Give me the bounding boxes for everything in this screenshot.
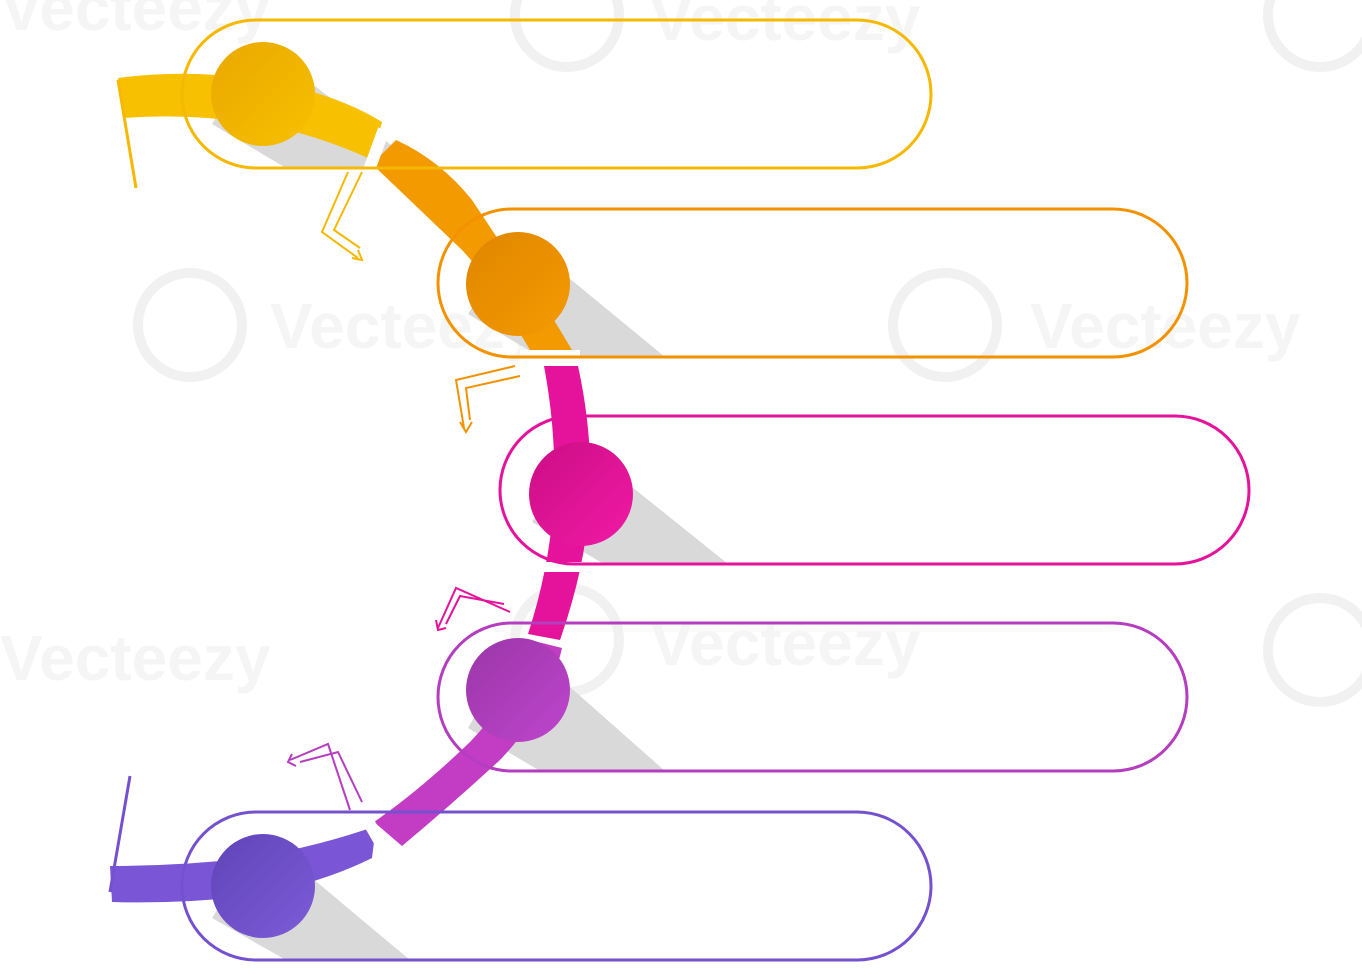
step-pill-5 xyxy=(180,810,933,962)
arrow-4-to-5 xyxy=(286,742,363,811)
step-circles xyxy=(211,42,633,938)
watermark-text: Vecteezy xyxy=(650,607,921,679)
step-pill-4 xyxy=(436,621,1189,773)
watermark-text: Vecteezy xyxy=(0,622,271,694)
watermark-logo-icon xyxy=(133,0,1362,707)
watermark-text: Vecteezy xyxy=(1030,290,1301,362)
step-circle-3 xyxy=(529,442,633,546)
arrow-2-to-3 xyxy=(454,365,521,434)
watermark: Vecteezy Vecteezy Vecteezy Vecteezy Vect… xyxy=(0,0,1362,707)
step-circle-1 xyxy=(211,42,315,146)
step-circle-5 xyxy=(211,834,315,938)
circle-shadows xyxy=(212,46,728,960)
step-pills xyxy=(180,18,1251,962)
step-pill-3 xyxy=(498,414,1251,566)
watermark-text: Vecteezy xyxy=(0,0,271,44)
watermark-text: Vecteezy xyxy=(650,0,921,54)
step-circle-2 xyxy=(466,232,570,336)
step-circle-4 xyxy=(466,638,570,742)
step-arrows xyxy=(286,171,521,811)
step-pill-1 xyxy=(180,18,933,170)
step-pill-2 xyxy=(436,207,1189,359)
arrow-3-to-4 xyxy=(435,586,511,632)
arrow-1-to-2 xyxy=(320,171,364,262)
